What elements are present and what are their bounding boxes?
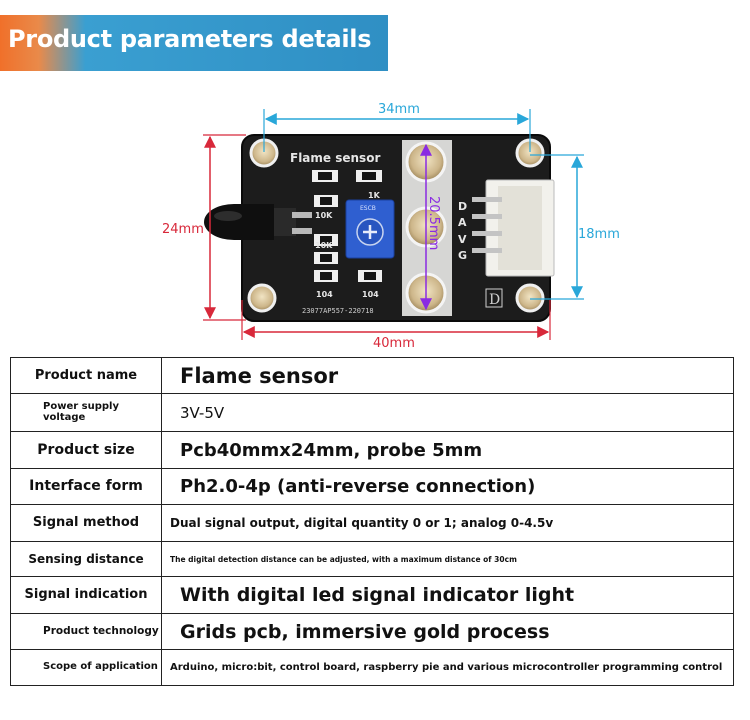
smd-resistor-top [312, 170, 382, 182]
spec-label: Sensing distance [10, 541, 162, 577]
spec-value: With digital led signal indicator light [161, 576, 734, 614]
resistor-left1-label: 10K [315, 211, 333, 220]
dim-width-bottom: 40mm [373, 336, 415, 351]
brand-logo-box [485, 288, 503, 308]
dim-height-left: 24mm [162, 222, 204, 237]
cap1-label: 104 [316, 290, 333, 299]
spec-value: Ph2.0-4p (anti-reverse connection) [161, 468, 734, 505]
spec-label: Signal indication [10, 576, 162, 614]
spec-label: Product size [10, 431, 162, 469]
sensor-figure: Flame sensor 1K 10K 10K 104 104 ESCB D A… [162, 102, 620, 351]
resistor-top-label: 1K [368, 191, 381, 200]
flame-probe [204, 204, 312, 240]
brand-logo-letter: D [489, 292, 500, 308]
spec-value: The digital detection distance can be ad… [161, 541, 734, 577]
spec-value: Dual signal output, digital quantity 0 o… [161, 504, 734, 542]
spec-label: Interface form [10, 468, 162, 505]
spec-label: Product name [10, 357, 162, 394]
pin-label-v: V [458, 233, 467, 246]
pot-label: ESCB [360, 205, 376, 212]
ph2-connector [472, 179, 555, 277]
dim-width-top: 34mm [378, 102, 420, 117]
board-serial: 23077AP557-220718 [302, 307, 374, 315]
spec-value: Arduino, micro:bit, control board, raspb… [161, 649, 734, 686]
mount-hole-br [515, 283, 545, 313]
silkscreen-title: Flame sensor [290, 151, 380, 165]
dim-connector-height: 18mm [578, 227, 620, 242]
smd-resistors-left [314, 195, 382, 282]
dim-hole-span: 20.5mm [426, 196, 441, 250]
spec-label: Scope of application [10, 649, 162, 686]
cap2-label: 104 [362, 290, 379, 299]
page-title: Product parameters details [8, 25, 372, 53]
header-banner: Product parameters details [0, 15, 388, 71]
spec-value: Flame sensor [161, 357, 734, 394]
spec-label: Power supply voltage [10, 393, 162, 432]
pin-label-g: G [458, 249, 467, 262]
spec-value: 3V-5V [161, 393, 734, 432]
spec-label: Signal method [10, 504, 162, 542]
mount-hole-bl [247, 283, 277, 313]
pin-label-a: A [458, 216, 467, 229]
spec-label: Product technology [10, 613, 162, 650]
spec-value: Pcb40mmx24mm, probe 5mm [161, 431, 734, 469]
pot-slot [363, 225, 377, 239]
resistor-left2-label: 10K [315, 241, 333, 250]
spec-value: Grids pcb, immersive gold process [161, 613, 734, 650]
pin-label-d: D [458, 200, 467, 213]
